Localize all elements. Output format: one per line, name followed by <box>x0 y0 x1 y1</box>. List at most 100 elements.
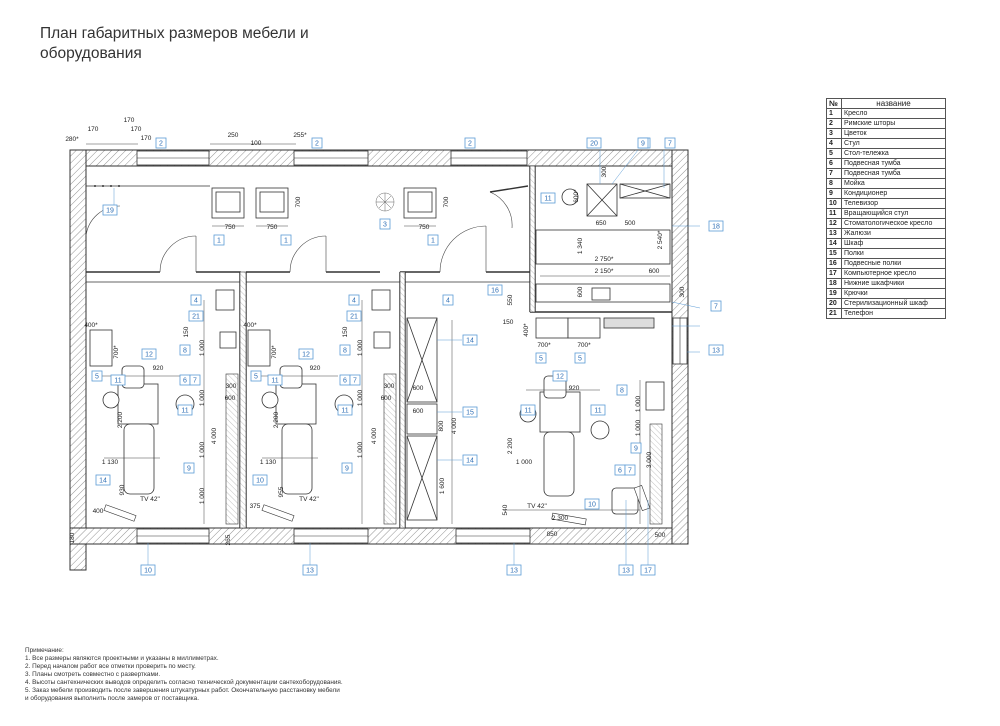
item-tag-label: 1 <box>217 238 221 245</box>
item-tag: 4 <box>442 294 454 306</box>
item-tag-box <box>91 370 103 382</box>
item-tag-box <box>183 462 195 474</box>
item-tag: 21 <box>188 310 204 322</box>
cabinet-strip-3 <box>649 423 663 525</box>
item-tag-box <box>637 137 649 149</box>
legend-header-number: № <box>826 98 842 109</box>
dimension-label: 920 <box>569 385 580 392</box>
item-tag-label: 8 <box>183 348 187 355</box>
item-tag: 14 <box>462 454 478 466</box>
item-tag-box <box>298 348 314 360</box>
dental-chair-1-body <box>123 423 155 495</box>
dimension-label: 650 <box>596 220 607 227</box>
item-tag-box <box>520 404 536 416</box>
dimension-label: 700* <box>577 342 591 349</box>
legend-name: Вращающийся стул <box>841 208 946 219</box>
item-tag-label: 6 <box>183 378 187 385</box>
item-tag-label: 14 <box>99 478 107 485</box>
dimension-label: 4 000 <box>451 417 458 434</box>
tag-layer: 1922220971113111816444212179555512121288… <box>91 137 724 576</box>
dimension-label: 300 <box>679 286 686 297</box>
item-tag-box <box>348 294 360 306</box>
item-tag: 2 <box>155 137 167 149</box>
dental-chair-2-head <box>279 365 303 389</box>
item-tag-box <box>708 344 724 356</box>
item-tag-label: 11 <box>271 378 278 385</box>
legend-number: 13 <box>826 228 842 239</box>
item-tag-box <box>339 344 351 356</box>
item-tag-label: 9 <box>345 466 349 473</box>
note-3: 3. Планы смотреть совместно с разверткам… <box>25 671 161 678</box>
sterilization-room-furniture <box>535 183 671 339</box>
item-tag: 17 <box>640 564 656 576</box>
legend-name: Стоматологическое кресло <box>841 218 946 229</box>
dimension-label: 300 <box>384 383 395 390</box>
dimension-label: 1 000 <box>199 339 206 356</box>
legend-name: Стол-тележка <box>841 148 946 159</box>
legend-number: 10 <box>826 198 842 209</box>
dimension-label: 600 <box>649 268 660 275</box>
item-tag-box <box>462 454 478 466</box>
item-tag: 12 <box>298 348 314 360</box>
item-tag: 2 <box>464 137 476 149</box>
item-tag-box <box>155 137 167 149</box>
item-tag-box <box>584 498 600 510</box>
dimension-label: 750 <box>267 224 278 231</box>
legend-name: Крючки <box>841 288 946 299</box>
dimension-label: 1 000 <box>635 419 642 436</box>
item-tag-box <box>341 462 353 474</box>
item-tag-box <box>302 564 318 576</box>
item-tag-label: 5 <box>539 356 543 363</box>
legend-number: 18 <box>826 278 842 289</box>
item-tag: 11 <box>110 374 126 386</box>
item-tag-label: 15 <box>466 410 474 417</box>
wall-west <box>69 149 87 571</box>
legend-name: Жалюзи <box>841 228 946 239</box>
item-tag: 2 <box>311 137 323 149</box>
item-tag-label: 14 <box>466 458 474 465</box>
lobby-chairs <box>211 187 437 219</box>
item-tag-box <box>462 334 478 346</box>
item-tag-label: 10 <box>144 568 152 575</box>
item-tag-label: 7 <box>668 141 672 148</box>
dimension-label: 1 000 <box>199 389 206 406</box>
item-tag: 8 <box>339 344 351 356</box>
item-tag: 6 <box>614 464 626 476</box>
sink-2 <box>373 331 391 349</box>
item-tag-label: 9 <box>641 141 645 148</box>
item-tag: 9 <box>637 137 649 149</box>
dimension-label: 600 <box>225 395 236 402</box>
dimension-label: 1 000 <box>635 395 642 412</box>
legend-name: Телефон <box>841 308 946 319</box>
dimension-label: 550 <box>507 294 514 305</box>
item-tag-label: 16 <box>491 288 499 295</box>
dimension-label: 250 <box>228 132 239 139</box>
cabinet-1-furniture <box>89 289 239 525</box>
item-tag-label: 13 <box>510 568 518 575</box>
page-title: План габаритных размеров мебели и оборуд… <box>40 24 309 64</box>
leader-lines <box>113 149 701 568</box>
item-tag-label: 7 <box>353 378 357 385</box>
item-tag-label: 17 <box>644 568 652 575</box>
dimension-label: 600 <box>577 286 584 297</box>
item-tag-label: 11 <box>114 378 121 385</box>
item-tag-label: 18 <box>712 224 720 231</box>
tv-1 <box>103 504 137 522</box>
legend-name: Нижние шкафчики <box>841 278 946 289</box>
item-tag-label: 14 <box>466 338 474 345</box>
dimension-label: 930 <box>119 484 126 495</box>
dimension-label: 1 130 <box>260 459 277 466</box>
item-tag-box <box>487 284 503 296</box>
legend-name: Стерилизационный шкаф <box>841 298 946 309</box>
cabinet-2-furniture <box>247 289 397 525</box>
dimension-label: 500 <box>625 220 636 227</box>
item-tag-box <box>640 564 656 576</box>
item-tag: 3 <box>379 218 391 230</box>
item-tag: 1 <box>280 234 292 246</box>
item-tag-box <box>630 442 642 454</box>
